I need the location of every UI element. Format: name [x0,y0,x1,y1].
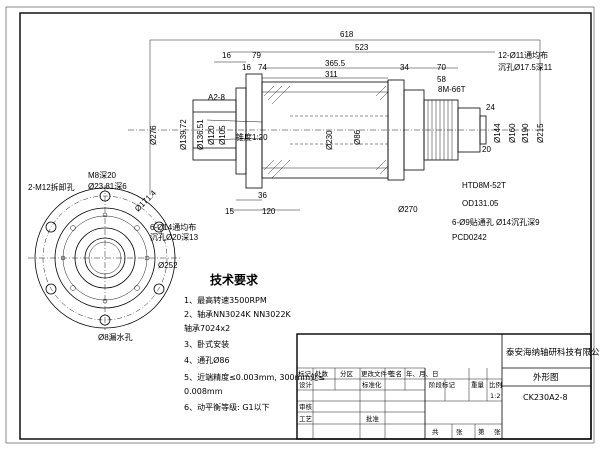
dim-105: Ø105 [218,125,227,145]
header-mark: 标记 [298,369,312,378]
dim-270: Ø270 [398,205,418,214]
dim-230: Ø230 [325,130,334,150]
label-holes12: 12-Ø11通均布 [498,50,548,60]
label-standard: 标准化 [362,380,382,389]
title-block-text: 泰安海纳轴研科技有限公司 外形图 CK230A2-8 标记 处数 分区 更改文件… [298,347,600,436]
sheet-4: 张 [494,427,501,436]
dimension-texts: 618 523 16 79 16 74 365.5 311 34 70 58 8… [208,30,553,242]
req-item-5: 4、通孔Ø86 [184,355,230,365]
dim-365-5: 365.5 [325,59,346,68]
dim-618: 618 [340,30,354,39]
spindle-front-view [28,185,182,330]
label-ratio: 比例 [489,380,502,389]
label-drain: Ø8漏水孔 [98,332,133,342]
dim-160: Ø160 [508,123,517,143]
outer-border [5,6,595,444]
dim-79: 79 [252,51,261,60]
req-item-8: 6、动平衡等级: G1以下 [184,402,270,412]
label-design: 设计 [299,380,313,389]
dim-139-72: Ø139.72 [179,119,188,150]
label-pcd: PCD0242 [452,233,487,242]
req-item-7: 0.008mm [184,387,223,396]
requirements-title: 技术要求 [210,272,259,287]
dim-86: Ø86 [353,129,362,145]
dim-523: 523 [355,43,369,52]
technical-requirements: 技术要求 1、最高转速3500RPM 2、轴承NN3024K NN3022K 轴… [184,272,325,412]
header-zone: 分区 [340,369,354,378]
label-8m66t: 8M-66T [438,85,466,94]
req-item-3: 轴承7024x2 [184,323,230,333]
dim-34: 34 [400,63,409,72]
sheet-1: 共 [432,427,439,436]
label-holes6a: 6-Ø14通均布 [150,222,196,232]
dimension-lines [149,39,541,211]
dim-74: 74 [258,63,267,72]
dim-136-51: Ø136.51 [196,119,205,150]
dim-120: 120 [262,207,276,216]
dim-311: 311 [325,70,338,79]
dim-58: 58 [437,75,446,84]
label-m8pcd: Ø23.81深6 [88,182,127,191]
dim-252: Ø252 [158,261,178,270]
dim-16a: 16 [222,51,231,60]
dim-215: Ø215 [536,123,545,143]
label-stage: 阶段标记 [429,380,456,389]
label-counter12: 沉孔Ø17.5深11 [498,63,553,72]
sheet-3: 第 [478,427,485,436]
dim-190: Ø190 [521,123,530,143]
header-change: 更改文件号 [361,369,394,378]
dim-20: 20 [482,145,491,154]
dim-70: 70 [437,63,446,72]
req-item-2: 2、轴承NN3024K NN3022K [184,309,292,319]
label-process: 工艺 [299,415,313,423]
diameter-labels: Ø276 Ø139.72 Ø136.51 Ø120 Ø105 Ø230 Ø86 … [149,119,545,150]
header-count: 处数 [315,369,329,378]
spindle-side-view [128,73,545,189]
label-counter6: 沉孔Ø20深13 [150,233,199,242]
header-sign: 签名 [389,369,402,378]
label-review: 审核 [299,402,313,411]
dim-15: 15 [225,207,234,216]
drawing-number: CK230A2-8 [523,393,568,402]
label-od: OD131.05 [462,199,499,208]
dim-16b: 16 [242,63,251,72]
dim-120-s: Ø120 [207,125,216,145]
company-name: 泰安海纳轴研科技有限公司 [506,347,600,358]
drawing-name: 外形图 [533,372,559,383]
title-block [296,333,592,440]
label-m12: 2-M12拆卸孔 [28,182,75,192]
label-holes6b: 6-Ø9贴通孔 Ø14沉孔深9 [452,217,540,227]
dim-171: Ø171.4 [133,188,158,213]
req-item-6: 5、近端精度≤0.003mm, 300mm处≤ [184,372,325,382]
scale-value: 1:2 [490,392,500,400]
label-htd: HTD8M-52T [462,181,506,190]
label-taper: 锥度1:20 [236,132,268,142]
label-m8: M8深20 [88,171,117,180]
header-date: 年、月、日 [406,369,439,378]
req-item-1: 1、最高转速3500RPM [184,295,267,305]
label-a2-8: A2-8 [208,93,225,102]
req-item-4: 3、卧式安装 [184,339,229,349]
dim-36: 36 [258,191,267,200]
dim-24: 24 [486,103,495,112]
label-approve: 批准 [366,414,380,423]
sheet-2: 张 [456,427,463,436]
dim-276: Ø276 [149,125,158,145]
dim-144: Ø144 [493,123,502,143]
label-weight: 重量 [471,381,485,389]
